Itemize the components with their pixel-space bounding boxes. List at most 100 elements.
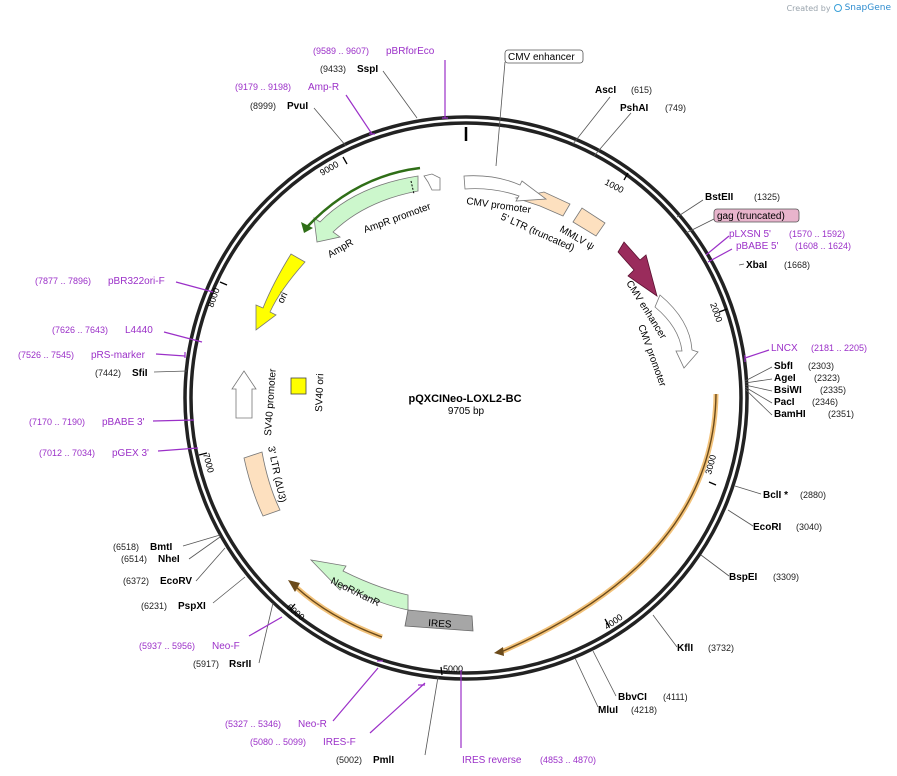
primer-neof-pos: (5937 .. 5956) (139, 641, 195, 651)
site-pspxi: PspXI (178, 601, 206, 612)
credit-brand: SnapGene (844, 3, 891, 13)
ori-arrow (255, 253, 306, 331)
site-kfli-pos: (3732) (708, 643, 734, 653)
ampr-label: AmpR (326, 237, 356, 260)
site-agei-pos: (2323) (814, 373, 840, 383)
sv40-ori-box (290, 377, 307, 395)
site-bbvci: BbvCI (618, 692, 647, 703)
site-pvui-pos: (8999) (250, 101, 276, 111)
site-paci-pos: (2346) (812, 397, 838, 407)
backbone-outer (183, 115, 749, 681)
primer-l4440: L4440 (125, 325, 153, 336)
ltr3-feature (243, 451, 281, 517)
site-pshai-pos: (749) (665, 103, 686, 113)
site-sbfi: SbfI (774, 361, 793, 372)
site-mlui: MluI (598, 705, 618, 716)
primer-prs-pos: (7526 .. 7545) (18, 350, 74, 360)
site-pshai: PshAI (620, 103, 649, 114)
primer-l4440-pos: (7626 .. 7643) (52, 325, 108, 335)
primer-neor-pos: (5327 .. 5346) (225, 719, 281, 729)
site-bsiwi-pos: (2335) (820, 385, 846, 395)
primer-neof: Neo-F (212, 641, 240, 652)
site-ecorv: EcoRV (160, 576, 192, 587)
plasmid-length: 9705 bp (448, 406, 485, 417)
site-kfli: KflI (677, 643, 693, 654)
ampr-promoter-label: AmpR promoter (362, 201, 433, 236)
cmv-enhancer-label: CMV enhancer (508, 52, 575, 63)
gag-feature (617, 241, 658, 297)
cmv-promoter-arrow (463, 175, 548, 202)
primer-pgex3: pGEX 3' (112, 448, 149, 459)
site-bsiwi: BsiWI (774, 385, 802, 396)
primer-lncx: LNCX (771, 343, 798, 354)
site-xbai-pos: (1668) (784, 260, 810, 270)
primer-plxsn-pos: (1570 .. 1592) (789, 229, 845, 239)
primer-iresrev-pos: (4853 .. 4870) (540, 755, 596, 765)
site-bcli-pos: (2880) (800, 490, 826, 500)
site-asci-pos: (615) (631, 85, 652, 95)
site-paci: PacI (774, 397, 795, 408)
site-sbfi-pos: (2303) (808, 361, 834, 371)
site-bmti-pos: (6518) (113, 542, 139, 552)
site-nhei: NheI (158, 554, 180, 565)
ampr-promoter-arrow (423, 173, 441, 191)
sv40-ori-label: SV40 ori (314, 373, 326, 412)
primer-ampr-pos: (9179 .. 9198) (235, 82, 291, 92)
site-ecorv-pos: (6372) (123, 576, 149, 586)
primer-pbabe3-pos: (7170 .. 7190) (29, 417, 85, 427)
primer-pbrforeco: pBRforEco (386, 46, 435, 57)
site-bspei: BspEI (729, 572, 758, 583)
tick-label: 5000 (443, 664, 463, 674)
tick-label: 7000 (201, 452, 216, 474)
site-mlui-pos: (4218) (631, 705, 657, 715)
primer-pbr322: pBR322ori-F (108, 276, 165, 287)
primer-iresf: IRES-F (323, 737, 356, 748)
site-nhei-pos: (6514) (121, 554, 147, 564)
primer-ampr: Amp-R (308, 82, 339, 93)
site-pspxi-pos: (6231) (141, 601, 167, 611)
tick-label: 2000 (708, 301, 724, 323)
site-bbvci-pos: (4111) (663, 692, 688, 702)
cmv-enhancer-label-box (504, 49, 584, 64)
primer-iresrev: IRES reverse (462, 755, 522, 766)
tick-label: 9000 (318, 159, 340, 178)
site-xbai: XbaI (746, 260, 767, 271)
primer-lncx-pos: (2181 .. 2205) (811, 343, 867, 353)
site-bcli: BclI * (763, 490, 788, 501)
plasmid-name: pQXCINeo-LOXL2-BC (408, 393, 521, 405)
gag-label-box (713, 208, 800, 223)
site-sfii: SfiI (132, 368, 148, 379)
primer-pgex3-pos: (7012 .. 7034) (39, 448, 95, 458)
primer-neor: Neo-R (298, 719, 327, 730)
primer-pbrforeco-pos: (9589 .. 9607) (313, 46, 369, 56)
loxl2-orf-halo (500, 393, 719, 655)
ires-box (404, 609, 474, 632)
site-pmli: PmlI (373, 755, 394, 766)
site-ecori: EcoRI (753, 522, 782, 533)
primer-plxsn: pLXSN 5' (729, 229, 771, 240)
gag-label: gag (truncated) (717, 211, 785, 222)
site-rsrii-pos: (5917) (193, 659, 219, 669)
tick-label: 1000 (603, 177, 625, 195)
ori-label: ori (276, 291, 291, 306)
primer-pbabe5: pBABE 5' (736, 241, 779, 252)
loxl2-orf-line (500, 393, 717, 653)
site-asci: AscI (595, 85, 616, 96)
primer-pbr322-pos: (7877 .. 7896) (35, 276, 91, 286)
site-bspei-pos: (3309) (773, 572, 799, 582)
site-ecori-pos: (3040) (796, 522, 822, 532)
backbone-inner (189, 121, 743, 675)
site-sspi-pos: (9433) (320, 64, 346, 74)
site-rsrii: RsrII (229, 659, 251, 670)
snapgene-logo-icon (833, 4, 842, 12)
ires-label: IRES (428, 618, 452, 631)
neo-arrow (309, 559, 409, 611)
primer-prs: pRS-marker (91, 350, 146, 361)
sv40-promoter-label: SV40 promoter (263, 368, 279, 437)
credit-prefix: Created by (786, 3, 831, 13)
site-pvui: PvuI (287, 101, 308, 112)
primer-pbabe5-pos: (1608 .. 1624) (795, 241, 851, 251)
primer-iresf-pos: (5080 .. 5099) (250, 737, 306, 747)
primer-pbabe3: pBABE 3' (102, 417, 145, 428)
